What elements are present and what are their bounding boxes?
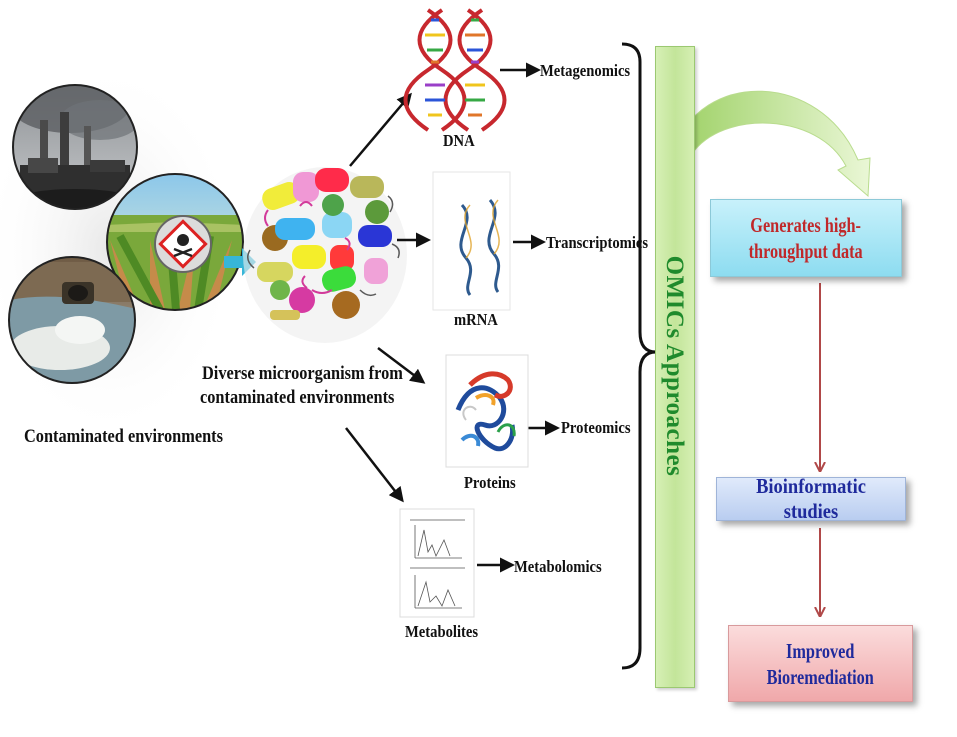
proteomics-label: Proteomics xyxy=(561,418,631,437)
contaminated-environments-caption: Contaminated environments xyxy=(24,426,223,447)
omics-approaches-bar xyxy=(655,46,695,688)
arrow-to-dna xyxy=(349,92,412,167)
bioinformatic-studies-label: Bioinformatic studies xyxy=(756,474,866,523)
omics-brace xyxy=(621,42,657,670)
mrna-label: mRNA xyxy=(454,310,498,329)
improved-bioremediation-box: Improved Bioremediation xyxy=(728,625,913,702)
agricultural-field-image xyxy=(106,173,244,311)
improved-bioremediation-line1: Improved xyxy=(786,638,855,663)
sewage-discharge-image xyxy=(8,256,136,384)
proteins-label: Proteins xyxy=(464,473,516,492)
dna-label: DNA xyxy=(443,131,475,150)
metabolomics-label: Metabolomics xyxy=(514,557,602,576)
toxic-hazard-icon xyxy=(154,215,212,273)
metabolites-label: Metabolites xyxy=(405,622,479,641)
improved-bioremediation-line2: Bioremediation xyxy=(766,664,875,689)
bioinformatic-studies-box: Bioinformatic studies xyxy=(716,474,906,523)
microorganisms-caption-line1: Diverse microorganism from xyxy=(202,363,403,384)
microorganism-cluster-image xyxy=(243,167,407,343)
transcriptomics-label: Transcriptomics xyxy=(546,233,649,252)
microorganisms-caption-line2: contaminated environments xyxy=(200,387,395,408)
mrna-panel xyxy=(432,171,511,311)
throughput-data-line2: throughput data xyxy=(748,239,864,263)
factory-pollution-image xyxy=(12,84,138,210)
metabolite-spectra-image xyxy=(410,519,465,609)
metabolites-panel xyxy=(399,508,475,618)
curved-green-arrow xyxy=(673,90,871,198)
mrna-strands-image xyxy=(459,199,501,296)
dna-helix-image xyxy=(403,8,507,132)
proteins-panel xyxy=(445,354,529,468)
throughput-data-line1: Generates high- xyxy=(750,213,862,237)
arrow-to-proteins xyxy=(377,347,426,384)
metagenomics-label: Metagenomics xyxy=(540,61,631,80)
arrow-to-metabolites xyxy=(345,427,404,503)
throughput-data-box: Generates high- throughput data xyxy=(710,199,902,277)
omics-approaches-label: OMICs Approaches xyxy=(661,255,688,477)
protein-structure-image xyxy=(455,371,516,452)
